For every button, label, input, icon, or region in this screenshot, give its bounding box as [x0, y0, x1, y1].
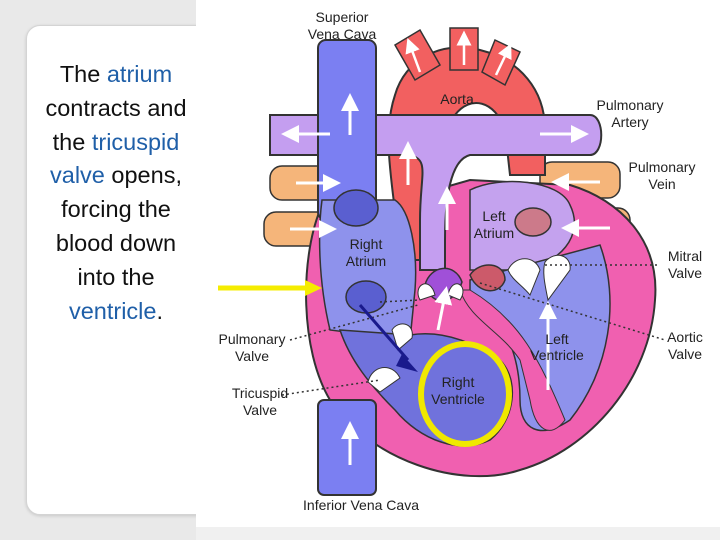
- navy-flow-arrow: [358, 304, 410, 361]
- label-right-atrium-2: Atrium: [346, 253, 386, 269]
- label-left-ventricle-2: Ventricle: [530, 347, 584, 363]
- aorta-branches: [393, 27, 521, 87]
- label-left-atrium-2: Atrium: [474, 225, 514, 241]
- septum: [459, 289, 566, 431]
- ivc-opening: [345, 280, 387, 314]
- label-mitral-valve-1: Mitral: [668, 248, 702, 264]
- yellow-pointer-arrowhead: [305, 280, 322, 296]
- label-right-ventricle-2: Ventricle: [431, 391, 485, 407]
- label-pulmonary-artery-2: Artery: [611, 114, 648, 130]
- label-superior-vena-cava-1: Superior: [316, 9, 369, 25]
- caption-text: The atrium contracts and the tricuspid v…: [40, 58, 192, 328]
- text-panel: [26, 25, 228, 515]
- caption-term-ventricle: ventricle: [68, 297, 157, 324]
- label-inferior-vena-cava: Inferior Vena Cava: [303, 497, 419, 513]
- label-left-atrium-1: Left: [482, 208, 505, 224]
- bottom-strip: [196, 527, 720, 540]
- pulmonary-vein-opening: [514, 207, 552, 237]
- label-aorta: Aorta: [440, 91, 474, 107]
- label-left-ventricle-1: Left: [545, 331, 568, 347]
- caption-period: .: [156, 297, 164, 324]
- slide-annotations: [218, 280, 512, 447]
- label-pulmonary-valve-1: Pulmonary: [219, 331, 286, 347]
- label-pulmonary-artery-1: Pulmonary: [597, 97, 664, 113]
- label-tricuspid-valve-1: Tricuspid: [232, 385, 288, 401]
- caption-phrase-forcing: opens, forcing the blood down into the: [55, 162, 182, 290]
- label-pulmonary-valve-2: Valve: [235, 348, 269, 364]
- label-pulmonary-vein-1: Pulmonary: [629, 159, 696, 175]
- navy-flow-arrowhead: [396, 354, 418, 372]
- label-pulmonary-vein-2: Vein: [648, 176, 675, 192]
- label-aortic-valve-2: Valve: [668, 346, 702, 362]
- label-superior-vena-cava-2: Vena Cava: [308, 26, 377, 42]
- blood-flow-arrows: [281, 125, 610, 390]
- diagram-labels: Superior Vena Cava Aorta Pulmonary Arter…: [219, 9, 703, 513]
- heart-valves: [367, 254, 571, 393]
- label-aortic-valve-1: Aortic: [667, 329, 703, 345]
- caption-word-the: The: [59, 61, 101, 87]
- caption-term-atrium: atrium: [106, 61, 173, 87]
- label-right-ventricle-1: Right: [442, 374, 475, 390]
- caption-term-tricuspid-valve: tricuspid valve: [50, 128, 180, 189]
- label-mitral-valve-2: Valve: [668, 265, 702, 281]
- label-tricuspid-valve-2: Valve: [243, 402, 277, 418]
- caption-phrase-contracts: contracts and the: [45, 94, 187, 155]
- right-ventricle-highlight-circle: [418, 341, 512, 447]
- label-leader-lines: [281, 264, 666, 396]
- label-right-atrium-1: Right: [350, 236, 383, 252]
- svc-opening: [333, 189, 379, 227]
